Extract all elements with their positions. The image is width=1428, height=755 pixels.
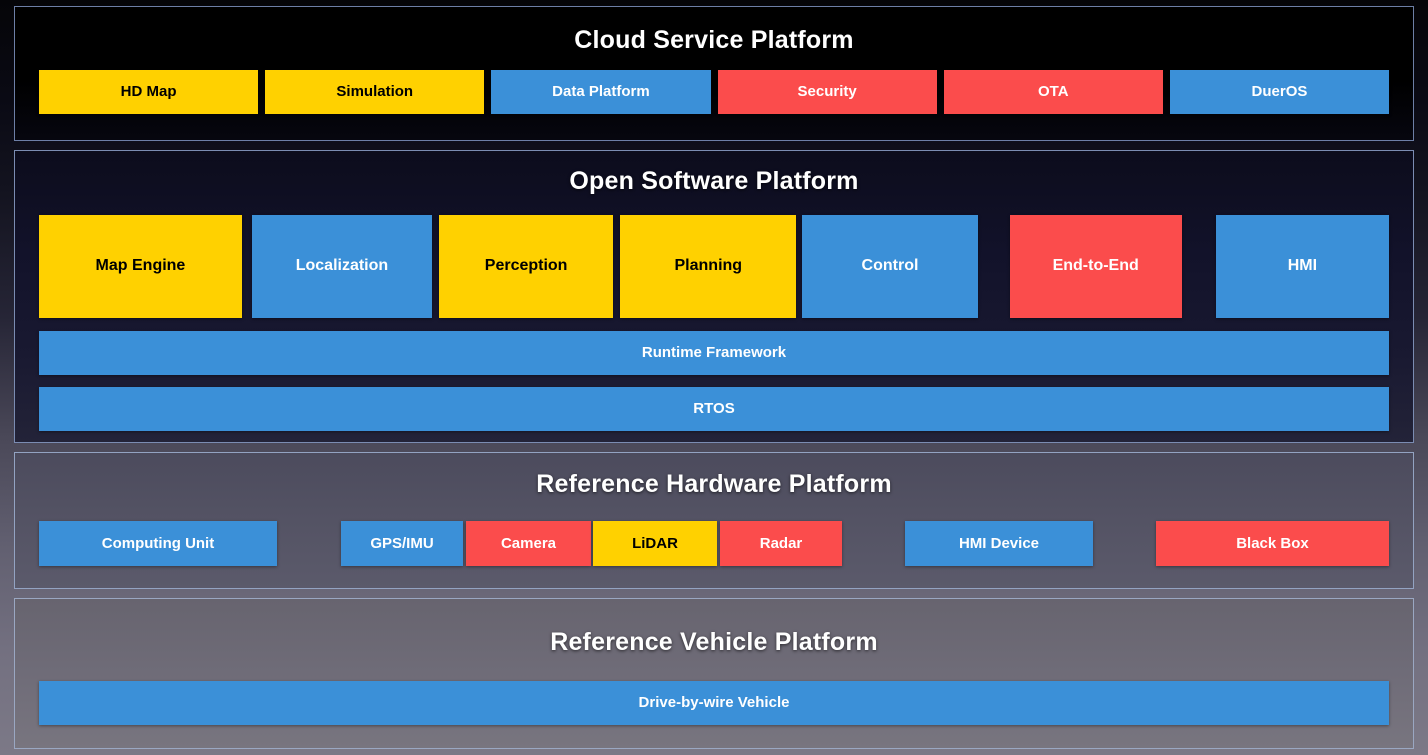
- cloud-section-title: Cloud Service Platform: [574, 26, 854, 54]
- hardware-item-camera[interactable]: Camera: [466, 521, 591, 566]
- cloud-item-ota[interactable]: OTA: [943, 70, 1163, 114]
- software-module-map-engine[interactable]: Map Engine: [39, 215, 242, 318]
- rtos-row: RTOS: [39, 387, 1389, 431]
- software-module-planning[interactable]: Planning: [620, 215, 797, 318]
- hardware-item-hmi-device[interactable]: HMI Device: [905, 521, 1093, 566]
- vehicle-section-title: Reference Vehicle Platform: [550, 628, 878, 656]
- hardware-section-title: Reference Hardware Platform: [536, 470, 892, 498]
- software-rtos[interactable]: RTOS: [39, 387, 1389, 431]
- software-runtime-framework[interactable]: Runtime Framework: [39, 331, 1389, 375]
- cloud-item-simulation[interactable]: Simulation: [265, 70, 485, 114]
- software-module-end-to-end[interactable]: End-to-End: [1009, 215, 1182, 318]
- hardware-item-gps-imu[interactable]: GPS/IMU: [341, 521, 463, 566]
- section-reference-vehicle-platform: Reference Vehicle Platform Drive-by-wire…: [14, 598, 1414, 749]
- software-module-control[interactable]: Control: [802, 215, 978, 318]
- hardware-item-computing-unit[interactable]: Computing Unit: [39, 521, 277, 566]
- architecture-stack: Cloud Service Platform HD Map Simulation…: [14, 6, 1414, 750]
- hardware-item-lidar[interactable]: LiDAR: [593, 521, 717, 566]
- runtime-framework-row: Runtime Framework: [39, 331, 1389, 375]
- section-cloud-service-platform: Cloud Service Platform HD Map Simulation…: [14, 6, 1414, 141]
- software-modules-row: Map Engine Localization Perception Plann…: [39, 215, 1389, 318]
- cloud-item-dueros[interactable]: DuerOS: [1169, 70, 1390, 114]
- section-reference-hardware-platform: Reference Hardware Platform Computing Un…: [14, 452, 1414, 589]
- hardware-item-radar[interactable]: Radar: [720, 521, 842, 566]
- software-module-perception[interactable]: Perception: [439, 215, 614, 318]
- section-open-software-platform: Open Software Platform Map Engine Locali…: [14, 150, 1414, 443]
- software-module-localization[interactable]: Localization: [251, 215, 433, 318]
- cloud-item-data-platform[interactable]: Data Platform: [491, 70, 711, 114]
- cloud-items-row: HD Map Simulation Data Platform Security…: [39, 70, 1390, 114]
- hardware-items-row: Computing Unit GPS/IMU Camera LiDAR Rada…: [39, 521, 1389, 566]
- cloud-item-hd-map[interactable]: HD Map: [39, 70, 259, 114]
- vehicle-item-row: Drive-by-wire Vehicle: [39, 681, 1389, 725]
- cloud-item-security[interactable]: Security: [717, 70, 937, 114]
- software-module-hmi[interactable]: HMI: [1215, 215, 1389, 318]
- software-section-title: Open Software Platform: [569, 167, 859, 195]
- vehicle-item-drive-by-wire[interactable]: Drive-by-wire Vehicle: [39, 681, 1389, 725]
- hardware-item-black-box[interactable]: Black Box: [1156, 521, 1389, 566]
